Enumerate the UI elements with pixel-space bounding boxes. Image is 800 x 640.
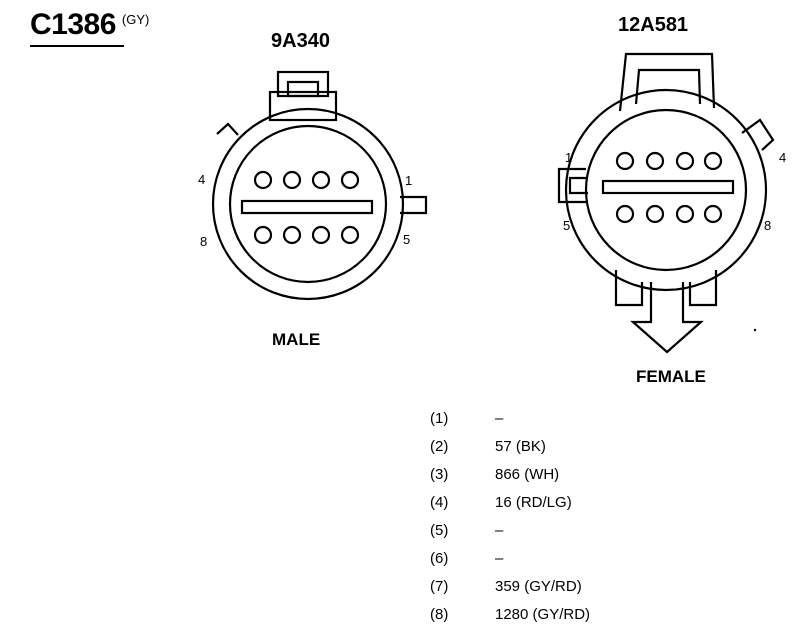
male-pin	[340, 225, 360, 245]
pin-circuit: 359 (GY/RD)	[495, 577, 582, 595]
pin-number: (7)	[430, 577, 449, 595]
speck	[753, 328, 757, 332]
female-socket	[645, 204, 665, 224]
female-part-label: 12A581	[618, 14, 689, 36]
pin-number: (2)	[430, 437, 449, 455]
male-pin	[253, 170, 273, 190]
pin-number: (8)	[430, 605, 449, 623]
male-pin	[253, 225, 273, 245]
male-pin	[311, 170, 331, 190]
pinout-row: (5) –	[430, 516, 590, 544]
pinout-row: (2) 57 (BK)	[430, 432, 590, 460]
female-key-tab-left	[557, 167, 586, 204]
female-right-leg	[688, 270, 718, 307]
female-divider-bar	[601, 179, 735, 195]
female-socket	[703, 204, 723, 224]
female-type-label: FEMALE	[636, 367, 706, 386]
female-key-tab-left-inner	[568, 176, 588, 195]
male-pin-label-8: 8	[200, 234, 208, 249]
male-pin-label-4: 4	[198, 172, 206, 187]
female-socket	[615, 204, 635, 224]
female-key-tab-right	[741, 118, 775, 151]
male-pin	[311, 225, 331, 245]
pinout-row: (4) 16 (RD/LG)	[430, 488, 590, 516]
female-socket	[675, 204, 695, 224]
connector-code: C1386	[30, 8, 116, 41]
pinout-table: (1) – (2) 57 (BK) (3) 866 (WH) (4) 16 (R…	[430, 404, 590, 628]
male-pin-label-1: 1	[405, 173, 413, 188]
female-connector-face	[557, 52, 775, 354]
male-key-tab-upper	[216, 122, 239, 136]
pin-circuit: –	[495, 549, 504, 567]
male-latch-base	[268, 90, 338, 122]
pin-circuit: –	[495, 521, 504, 539]
pin-number: (1)	[430, 409, 449, 427]
female-pin-label-5: 5	[563, 218, 571, 233]
female-pin-label-1: 1	[565, 150, 573, 165]
pin-circuit: 866 (WH)	[495, 465, 560, 483]
female-top-tower-inner	[634, 68, 702, 105]
male-inner-face	[228, 124, 388, 284]
female-mating-arrow-icon	[630, 282, 704, 354]
pin-circuit: 1280 (GY/RD)	[495, 605, 591, 623]
female-left-leg	[614, 270, 644, 307]
female-inner-face	[584, 108, 748, 272]
pin-number: (6)	[430, 549, 449, 567]
male-pin	[282, 170, 302, 190]
pin-circuit: 16 (RD/LG)	[495, 493, 572, 511]
female-top-tower	[618, 52, 716, 112]
female-pin-label-8: 8	[764, 218, 772, 233]
pin-number: (3)	[430, 465, 449, 483]
pinout-row: (8) 1280 (GY/RD)	[430, 600, 590, 628]
male-connector-face	[211, 70, 428, 301]
male-pin	[282, 225, 302, 245]
connector-title: C1386 (GY)	[30, 8, 149, 42]
female-socket	[703, 151, 723, 171]
female-socket	[645, 151, 665, 171]
female-socket	[675, 151, 695, 171]
pinout-row: (3) 866 (WH)	[430, 460, 590, 488]
pin-number: (5)	[430, 521, 449, 539]
male-pin	[340, 170, 360, 190]
pinout-row: (7) 359 (GY/RD)	[430, 572, 590, 600]
connector-color: (GY)	[121, 12, 150, 27]
female-pin-label-4: 4	[779, 150, 787, 165]
male-key-tab-right	[400, 195, 428, 215]
pin-number: (4)	[430, 493, 449, 511]
female-outer-shell	[564, 88, 768, 292]
male-latch-inner	[286, 80, 320, 98]
title-underline	[30, 45, 124, 47]
male-outer-shell	[211, 107, 405, 301]
male-type-label: MALE	[272, 330, 321, 349]
pinout-row: (1) –	[430, 404, 590, 432]
male-divider-bar	[240, 199, 374, 215]
pin-circuit: –	[495, 409, 504, 427]
pin-circuit: 57 (BK)	[495, 437, 546, 455]
female-socket	[615, 151, 635, 171]
pinout-row: (6) –	[430, 544, 590, 572]
male-pin-label-5: 5	[403, 232, 411, 247]
male-part-label: 9A340	[271, 30, 330, 52]
